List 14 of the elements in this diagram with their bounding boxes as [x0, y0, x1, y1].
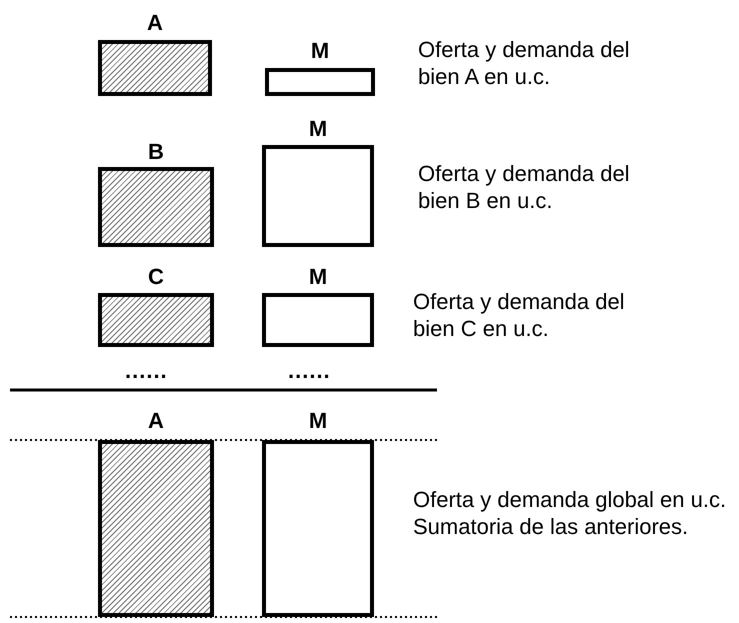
bar-label: A	[146, 12, 164, 34]
description-text: Oferta y demanda del bien C en u.c.	[413, 288, 626, 342]
description-text: Oferta y demanda global en u.c. Sumatoria de las anteriores.	[413, 486, 728, 540]
ellipsis-mark: ......	[288, 358, 332, 384]
ellipsis-mark: ......	[125, 358, 169, 384]
bar-label: A	[147, 410, 165, 432]
bar-label: M	[308, 118, 328, 140]
bar-label: C	[147, 266, 165, 288]
description-text: Oferta y demanda del bien B en u.c.	[418, 160, 631, 214]
bar-label: M	[310, 40, 330, 62]
description-text: Oferta y demanda del bien A en u.c.	[418, 36, 631, 90]
bar-label: M	[308, 266, 328, 288]
bar-label: B	[147, 141, 165, 163]
bar-label: M	[308, 410, 328, 432]
